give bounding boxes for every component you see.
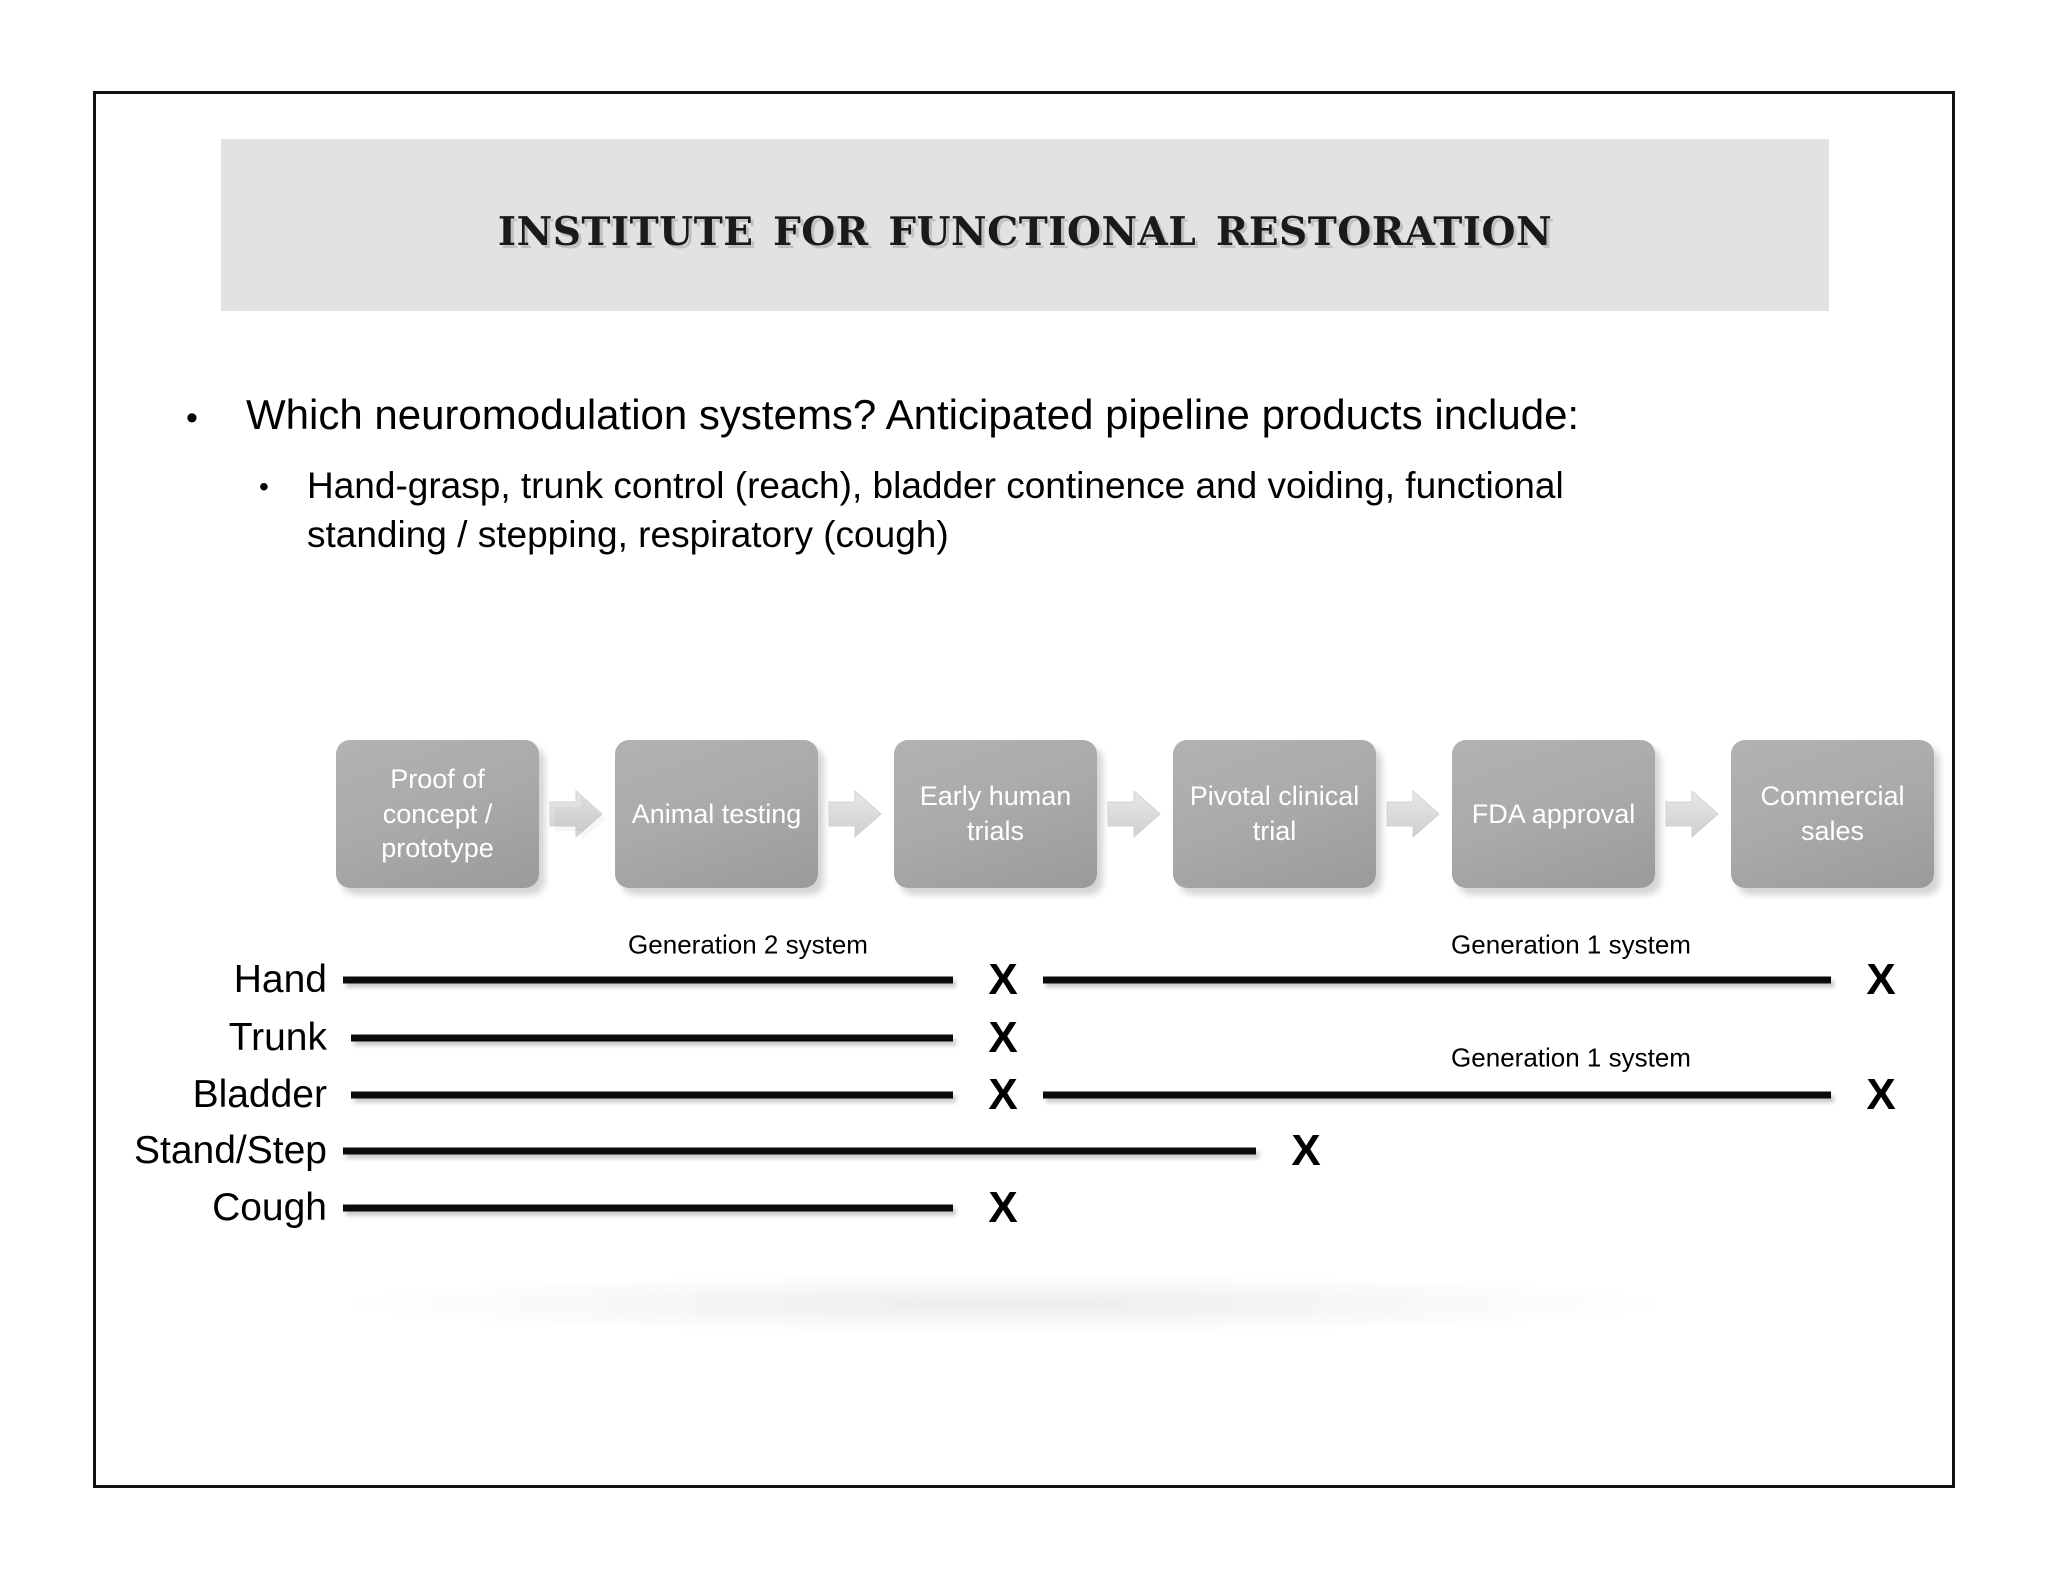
timeline-row-label-stand-step: Stand/Step [134,1129,327,1172]
timeline-bar [343,1147,1256,1155]
bullet-list: • Which neuromodulation systems? Anticip… [186,389,1916,560]
timeline-bar [1043,1091,1831,1099]
process-stage-label: Commercial sales [1760,781,1905,846]
timeline-bar [351,1034,953,1042]
timeline-row-label-trunk: Trunk [228,1016,327,1059]
page-title: Institute for Functional Restoration [497,192,1553,258]
timeline-milestone-marker: X [988,955,1018,1004]
timeline-milestone-marker: X [988,1070,1018,1119]
timeline-bar [343,1204,953,1212]
process-stage-commercial-sales: Commercial sales [1731,740,1934,888]
process-stage-label: Proof of concept / prototype [381,764,494,864]
process-stage-proof-of-concept: Proof of concept / prototype [336,740,539,888]
process-stage-pivotal-clinical-trial: Pivotal clinical trial [1173,740,1376,888]
process-stage-early-human-trials: Early human trials [894,740,1097,888]
timeline-milestone-marker: X [1866,955,1896,1004]
chevron-right-arrow-icon [546,784,608,844]
chevron-right-arrow-icon [1104,784,1166,844]
chevron-right-arrow-icon [825,784,887,844]
chevron-right-arrow-icon [1383,784,1445,844]
slide-frame: Institute for Functional Restoration • W… [93,91,1955,1488]
bullet-marker-icon: • [259,471,269,503]
chevron-right-arrow-icon [1662,784,1724,844]
timeline-milestone-marker: X [1866,1070,1896,1119]
bullet-marker-icon: • [186,399,198,437]
timeline-bar [351,1091,953,1099]
timeline-milestone-marker: X [988,1013,1018,1062]
process-stage-label: Animal testing [631,798,802,829]
bullet-text-level2: Hand-grasp, trunk control (reach), bladd… [307,465,1564,556]
timeline-generation-annotation: Generation 2 system [628,929,868,960]
process-stage-label: FDA approval [1471,798,1636,829]
timeline-bar [1043,976,1831,984]
process-stage-fda-approval: FDA approval [1452,740,1655,888]
timeline-row-label-hand: Hand [233,958,327,1001]
bullet-text-level1: Which neuromodulation systems? Anticipat… [246,391,1580,438]
timeline-generation-annotation: Generation 1 system [1451,1042,1691,1073]
timeline-generation-annotation: Generation 1 system [1451,929,1691,960]
bullet-item-level2: • Hand-grasp, trunk control (reach), bla… [186,462,1916,560]
timeline-bar [343,976,953,984]
timeline-milestone-marker: X [1291,1126,1321,1175]
timeline-row-label-bladder: Bladder [192,1073,327,1116]
timeline-milestone-marker: X [988,1183,1018,1232]
reflection-shadow [346,1274,1666,1334]
process-stage-label: Pivotal clinical trial [1189,781,1360,846]
process-stage-label: Early human trials [919,781,1072,846]
title-banner: Institute for Functional Restoration [221,139,1829,311]
process-stage-row: Proof of concept / prototype Animal test… [336,740,1934,888]
bullet-item-level1: • Which neuromodulation systems? Anticip… [186,389,1916,440]
process-stage-animal-testing: Animal testing [615,740,818,888]
timeline-row-label-cough: Cough [212,1186,327,1229]
